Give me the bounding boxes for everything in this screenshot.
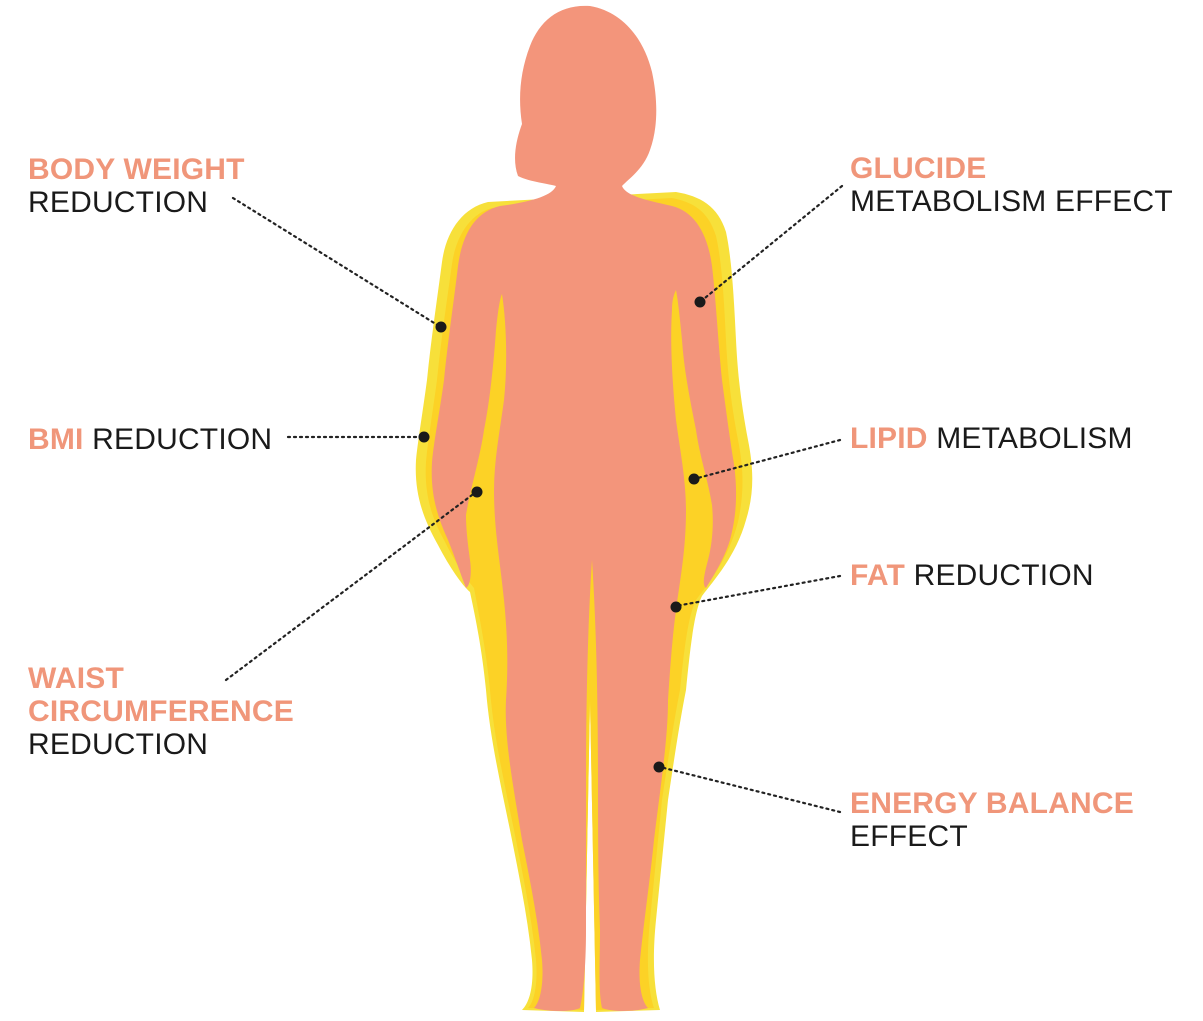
label-waist-highlight-1: WAIST bbox=[28, 662, 294, 695]
marker-dot-lipid bbox=[689, 474, 700, 485]
leader-line-waist bbox=[226, 492, 476, 680]
marker-dot-waist bbox=[472, 487, 483, 498]
label-glucide-text: METABOLISM EFFECT bbox=[850, 185, 1173, 218]
label-fat: FAT REDUCTION bbox=[850, 559, 1094, 592]
label-fat-text: REDUCTION bbox=[914, 559, 1094, 592]
marker-dot-body-weight bbox=[436, 322, 447, 333]
marker-dot-fat bbox=[671, 602, 682, 613]
label-glucide: GLUCIDE METABOLISM EFFECT bbox=[850, 152, 1173, 218]
leader-line-body-weight bbox=[233, 198, 439, 326]
label-waist-highlight-2: CIRCUMFERENCE bbox=[28, 695, 294, 728]
marker-dot-glucide bbox=[695, 297, 706, 308]
label-lipid-highlight: LIPID bbox=[850, 422, 928, 455]
label-glucide-highlight: GLUCIDE bbox=[850, 152, 1173, 185]
label-bmi-text: REDUCTION bbox=[92, 423, 272, 456]
label-body-weight-text: REDUCTION bbox=[28, 186, 245, 219]
marker-dot-bmi bbox=[419, 432, 430, 443]
label-lipid: LIPID METABOLISM bbox=[850, 422, 1133, 455]
label-bmi-highlight: BMI bbox=[28, 423, 84, 456]
label-fat-highlight: FAT bbox=[850, 559, 905, 592]
label-lipid-text: METABOLISM bbox=[936, 422, 1132, 455]
label-bmi: BMI REDUCTION bbox=[28, 423, 272, 456]
label-energy: ENERGY BALANCE EFFECT bbox=[850, 787, 1134, 853]
label-body-weight-highlight: BODY WEIGHT bbox=[28, 153, 245, 186]
label-energy-highlight: ENERGY BALANCE bbox=[850, 787, 1134, 820]
marker-dot-energy bbox=[654, 762, 665, 773]
label-body-weight: BODY WEIGHT REDUCTION bbox=[28, 153, 245, 219]
label-energy-text: EFFECT bbox=[850, 820, 1134, 853]
label-waist: WAIST CIRCUMFERENCE REDUCTION bbox=[28, 662, 294, 761]
leader-line-energy bbox=[660, 767, 840, 812]
label-waist-text: REDUCTION bbox=[28, 728, 294, 761]
